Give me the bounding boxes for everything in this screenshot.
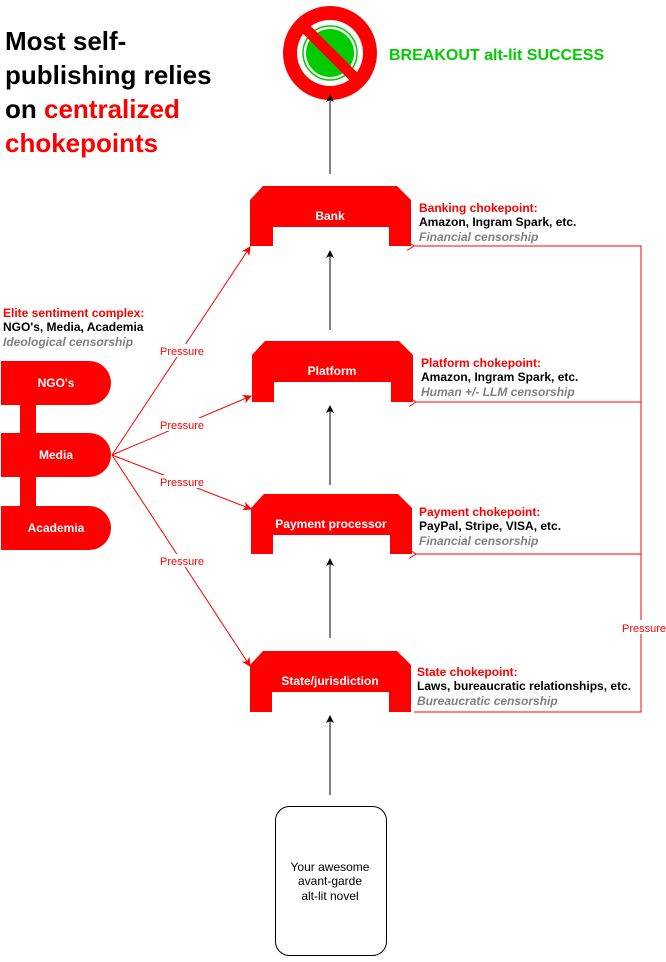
bank-heading: Banking chokepoint:	[419, 201, 538, 215]
novel-line-3: alt-lit novel	[301, 889, 358, 903]
state-censorship: Bureaucratic censorship	[417, 694, 558, 708]
platform-censorship: Human +/- LLM censorship	[421, 385, 575, 399]
elite-nodes: NGO's Media Academia	[1, 361, 111, 550]
elite-description: Elite sentiment complex: NGO's, Media, A…	[3, 306, 144, 349]
node-media	[1, 433, 111, 477]
payment-censorship: Financial censorship	[419, 534, 538, 548]
elite-heading: Elite sentiment complex:	[3, 306, 144, 320]
platform-description: Platform chokepoint: Amazon, Ingram Spar…	[421, 356, 578, 399]
bank-examples: Amazon, Ingram Spark, etc.	[419, 215, 576, 229]
node-ngos	[1, 361, 111, 405]
bank-description: Banking chokepoint: Amazon, Ingram Spark…	[419, 201, 576, 244]
payment-description: Payment chokepoint: PayPal, Stripe, VISA…	[419, 505, 561, 548]
pressure-loop-line	[414, 245, 642, 713]
title-line-2: publishing relies	[5, 60, 212, 90]
chokepoint-payment: Payment processor	[251, 494, 412, 554]
novel-line-1: Your awesome	[291, 860, 370, 874]
chokepoint-platform-label: Platform	[308, 364, 357, 378]
elite-members: NGO's, Media, Academia	[3, 320, 144, 334]
node-academia	[1, 506, 111, 550]
pressure-label-payment: Pressure	[160, 477, 204, 489]
platform-heading: Platform chokepoint:	[421, 356, 541, 370]
title-line-3: on centralized	[5, 94, 180, 124]
success-label: BREAKOUT alt-lit SUCCESS	[389, 47, 604, 64]
chokepoint-state: State/jurisdiction	[250, 651, 411, 712]
novel-line-2: avant-garde	[298, 874, 362, 888]
chokepoint-platform: Platform	[252, 341, 413, 402]
state-examples: Laws, bureaucratic relationships, etc.	[417, 679, 631, 693]
pressure-label-state: Pressure	[160, 556, 204, 568]
pressure-label-right: Pressure	[622, 623, 666, 635]
node-ngos-label: NGO's	[38, 376, 75, 390]
chokepoint-bank-label: Bank	[315, 209, 345, 223]
state-description: State chokepoint: Laws, bureaucratic rel…	[417, 665, 631, 708]
title-line-1: Most self-	[5, 26, 126, 56]
chokepoint-state-label: State/jurisdiction	[281, 674, 378, 688]
payment-examples: PayPal, Stripe, VISA, etc.	[419, 519, 561, 533]
pressure-label-bank: Pressure	[160, 346, 204, 358]
payment-heading: Payment chokepoint:	[419, 505, 540, 519]
chokepoint-bank: Bank	[250, 186, 411, 246]
bank-censorship: Financial censorship	[419, 230, 538, 244]
node-academia-label: Academia	[28, 521, 85, 535]
title-highlight-centralized: centralized	[44, 94, 180, 124]
platform-examples: Amazon, Ingram Spark, etc.	[421, 370, 578, 384]
title-line-3-prefix: on	[5, 94, 44, 124]
node-media-label: Media	[39, 448, 73, 462]
title-highlight-chokepoints: chokepoints	[5, 128, 158, 158]
pressure-label-platform: Pressure	[160, 420, 204, 432]
chokepoint-payment-label: Payment processor	[275, 517, 387, 531]
prohibited-sign-icon	[283, 6, 377, 100]
state-heading: State chokepoint:	[417, 665, 518, 679]
media-pressure-arrows: Pressure Pressure Pressure Pressure	[111, 246, 252, 667]
novel-box: Your awesome avant-garde alt-lit novel	[275, 806, 387, 956]
elite-censorship: Ideological censorship	[3, 335, 133, 349]
state-pressure-loop: Pressure	[414, 245, 666, 713]
